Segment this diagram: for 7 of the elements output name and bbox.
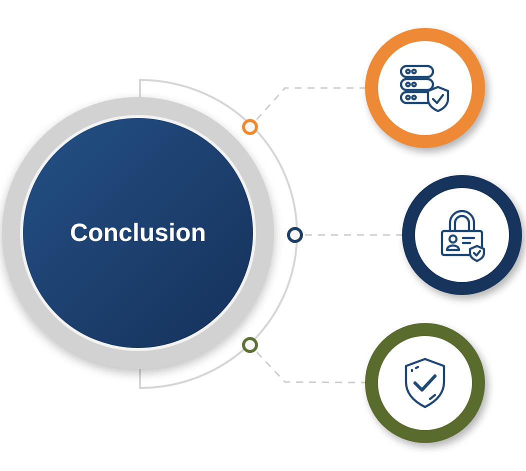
dashed-connector — [256, 87, 365, 120]
connector-dot — [242, 119, 258, 135]
dashed-connector — [256, 352, 365, 384]
connector-dot — [242, 337, 258, 353]
connector-dot — [287, 227, 303, 243]
dashed-connector — [305, 234, 402, 236]
heading: Conclusion — [70, 218, 206, 248]
